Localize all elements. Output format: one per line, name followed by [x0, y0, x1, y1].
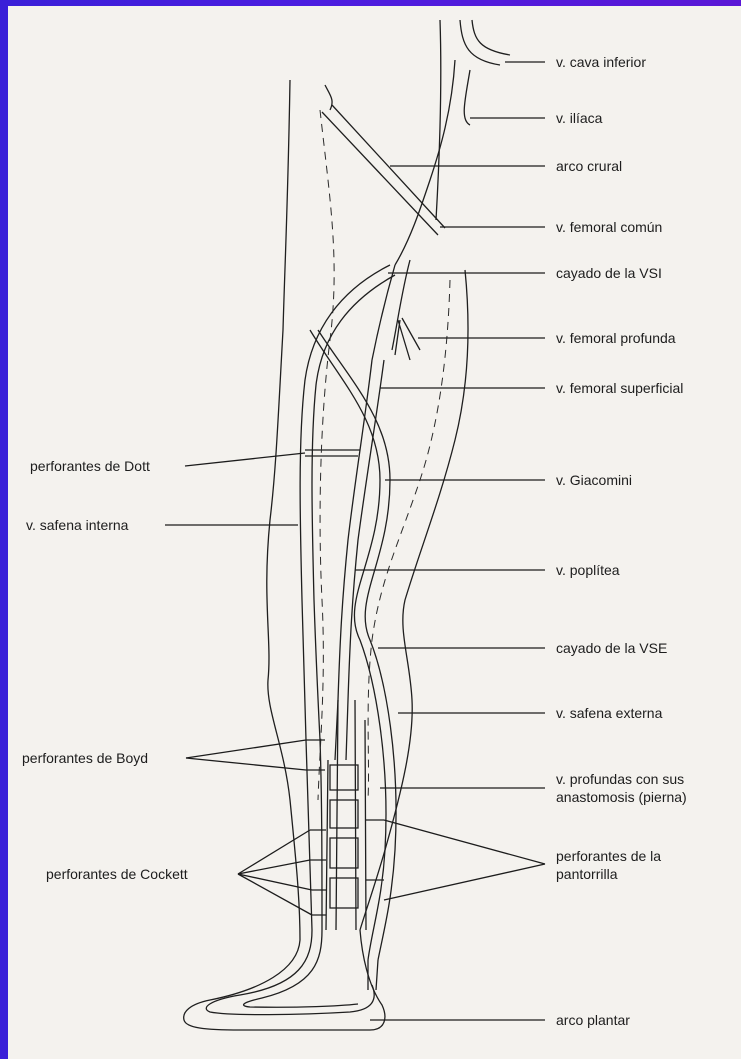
heel-veins: [368, 960, 378, 990]
inguinal-ligament: [322, 105, 445, 235]
label-giacomini: v. Giacomini: [556, 472, 632, 488]
label-perforantes-dott: perforantes de Dott: [30, 458, 150, 474]
calf-box-2: [330, 800, 358, 828]
hip-outline: [325, 20, 441, 220]
iliac-vein: [395, 60, 470, 265]
deep-veins: [322, 20, 510, 760]
leader-cockett-4: [238, 874, 312, 915]
calf-box-1: [330, 765, 358, 790]
label-arco-crural: arco crural: [556, 158, 622, 174]
leader-cockett-3: [238, 874, 312, 890]
leader-pantorrilla-1: [384, 820, 545, 864]
label-femoral-profunda: v. femoral profunda: [556, 330, 676, 346]
label-perforantes-cockett: perforantes de Cockett: [46, 866, 188, 882]
dashed-left: [318, 110, 334, 800]
leader-boyd-2: [186, 758, 306, 770]
femoral-deep-branch: [395, 318, 420, 360]
calf-perforators: [366, 820, 384, 880]
label-safena-interna: v. safena interna: [26, 517, 129, 533]
leader-boyd-1: [186, 740, 306, 758]
leader-lines: [355, 62, 545, 1020]
label-safena-externa: v. safena externa: [556, 705, 663, 721]
label-arco-plantar: arco plantar: [556, 1012, 630, 1028]
vena-cava: [460, 20, 510, 65]
label-pantorrilla-line2: pantorrilla: [556, 866, 618, 882]
label-cava-inferior: v. cava inferior: [556, 54, 646, 70]
leg-outline-right: [360, 270, 468, 930]
leader-lines-left: [165, 453, 312, 915]
calf-rail-right: [355, 700, 366, 930]
label-femoral-comun: v. femoral común: [556, 219, 662, 235]
femoral-common: [372, 260, 410, 360]
calf-box-4: [330, 878, 358, 908]
label-poplitea: v. poplítea: [556, 562, 620, 578]
leader-dott: [185, 453, 305, 466]
label-profundas-line2: anastomosis (pierna): [556, 789, 687, 805]
label-femoral-superficial: v. femoral superficial: [556, 380, 683, 396]
leader-pantorrilla-2: [384, 864, 545, 900]
label-cayado-vse: cayado de la VSE: [556, 640, 667, 656]
foot: [206, 930, 378, 1015]
plantar-arch: [206, 930, 374, 1015]
calf-box-3: [330, 838, 358, 868]
dott-perforator: [305, 450, 360, 456]
label-profundas-line1: v. profundas con sus: [556, 771, 684, 787]
labels: v. cava inferior v. ilíaca arco crural v…: [22, 54, 687, 1028]
label-pantorrilla-line1: perforantes de la: [556, 848, 661, 864]
label-cayado-vsi: cayado de la VSI: [556, 265, 662, 281]
calf-anastomosis: [306, 700, 384, 930]
label-iliaca: v. ilíaca: [556, 110, 603, 126]
boyd-perforators: [306, 740, 325, 770]
leg-outline-left: [184, 80, 385, 1030]
cockett-perforators: [310, 830, 326, 915]
label-perforantes-boyd: perforantes de Boyd: [22, 750, 148, 766]
